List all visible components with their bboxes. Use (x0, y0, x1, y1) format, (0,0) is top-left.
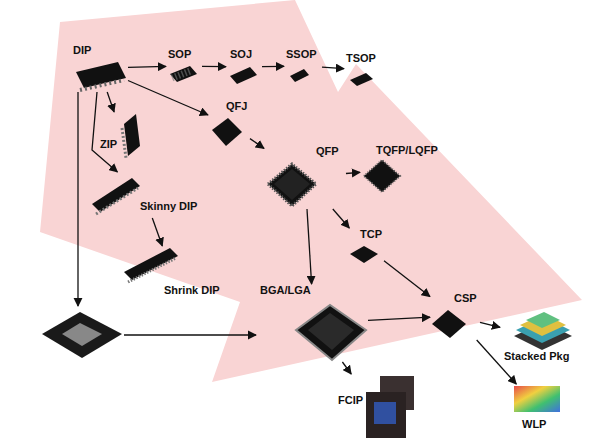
package-label: DIP (73, 44, 91, 57)
package-node: SOP (166, 48, 202, 84)
package-node: Skinny DIP (88, 172, 200, 218)
package-node: BGA/LGA (260, 284, 368, 362)
package-node: FCIP (338, 374, 414, 442)
wafer-level-package (514, 386, 560, 412)
evolution-arrow (250, 139, 264, 149)
package-node: TQFP/LQFP (360, 144, 440, 194)
evolution-arrow (128, 66, 166, 68)
evolution-arrow (92, 92, 117, 172)
evolution-arrow (346, 172, 360, 173)
package-node: TSOP (344, 52, 384, 88)
package-node: QFJ (208, 100, 250, 148)
stacked-package (514, 312, 572, 350)
evolution-arrow (368, 317, 430, 320)
evolution-arrow (333, 209, 350, 228)
package-label: Shrink DIP (164, 284, 220, 297)
bga-chip (296, 305, 366, 360)
evolution-arrow (202, 66, 226, 68)
csp-chip (432, 310, 466, 338)
sop-chip (170, 66, 197, 82)
package-label: FCIP (338, 394, 363, 407)
soj-chip (230, 67, 257, 84)
evolution-arrow (107, 92, 114, 112)
package-label: Skinny DIP (140, 200, 197, 213)
package-label: SOP (168, 48, 191, 61)
package-node: DIP (70, 44, 128, 92)
package-label: BGA/LGA (260, 284, 311, 297)
package-label: SOJ (230, 48, 252, 61)
evolution-arrow (322, 67, 344, 69)
ssop-chip (290, 69, 309, 82)
flip-chip (366, 376, 414, 438)
package-label: QFP (316, 145, 339, 158)
evolution-arrow (307, 209, 312, 284)
package-node: ZIP (100, 112, 144, 158)
package-label: CSP (454, 292, 477, 305)
qfp-chip (268, 164, 316, 206)
tcp-chip (350, 246, 378, 263)
package-label: SSOP (286, 48, 317, 61)
package-node: SOJ (226, 48, 262, 86)
package-node: QFP (264, 145, 346, 209)
shrink-dip-chip (124, 248, 178, 280)
evolution-arrow (480, 322, 500, 327)
evolution-arrow (384, 261, 430, 297)
tqfp-chip (364, 160, 400, 192)
evolution-arrow (128, 81, 208, 116)
package-label: TSOP (346, 52, 376, 65)
qfj-chip (212, 118, 242, 146)
package-node: SSOP (284, 48, 322, 84)
package-label: QFJ (226, 100, 247, 113)
package-node: CSP (430, 292, 480, 340)
package-label: Stacked Pkg (504, 350, 569, 363)
tsop-chip (350, 73, 373, 86)
grid-array-chip (42, 312, 122, 358)
package-label: WLP (522, 418, 546, 431)
package-label: TQFP/LQFP (376, 144, 438, 157)
package-node: Shrink DIP (120, 246, 224, 300)
zip-chip (124, 114, 140, 156)
package-label: TCP (360, 228, 382, 241)
skinny-dip-chip (92, 178, 140, 212)
evolution-arrow (152, 218, 162, 246)
trend-arrow (40, 0, 582, 382)
package-node: TCP (346, 228, 384, 264)
package-node: WLP (510, 384, 566, 432)
evolution-arrow (262, 66, 284, 68)
evolution-arrow (342, 362, 351, 374)
package-label: ZIP (100, 138, 117, 151)
package-node: Stacked Pkg (500, 312, 584, 364)
